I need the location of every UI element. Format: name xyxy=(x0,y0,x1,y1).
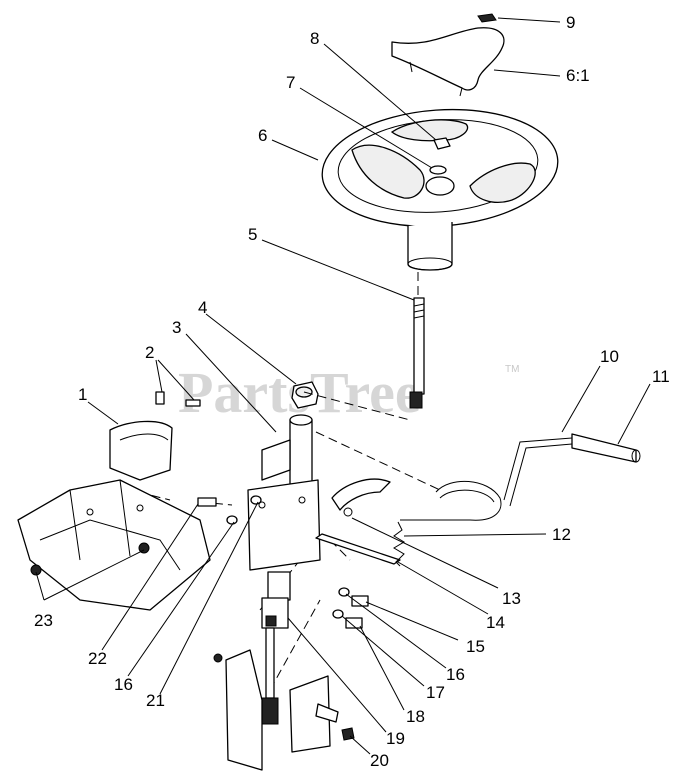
steering-wheel[interactable] xyxy=(318,102,562,271)
callout-16-right: 16 xyxy=(446,665,465,684)
bolt-22[interactable] xyxy=(197,497,217,507)
callout-23: 23 xyxy=(34,611,53,630)
callout-labels: 1 2 3 4 5 6 6:1 7 8 9 10 11 12 13 14 15 … xyxy=(34,13,670,770)
callout-16-left: 16 xyxy=(114,675,133,694)
mounting-bracket[interactable] xyxy=(17,479,211,611)
callout-18: 18 xyxy=(406,707,425,726)
callout-20: 20 xyxy=(370,751,389,770)
callout-5: 5 xyxy=(248,225,257,244)
steering-wheel-cap[interactable] xyxy=(391,27,505,97)
universal-joint[interactable] xyxy=(261,571,291,629)
dash-cover[interactable] xyxy=(109,420,173,481)
callout-3: 3 xyxy=(172,318,181,337)
steering-pin[interactable] xyxy=(315,533,401,565)
callout-14: 14 xyxy=(486,613,505,632)
callout-1: 1 xyxy=(78,385,87,404)
washer-17[interactable] xyxy=(332,609,344,619)
washer-21[interactable] xyxy=(226,515,238,525)
steering-shaft[interactable] xyxy=(409,272,425,409)
hub-nut[interactable] xyxy=(433,137,451,150)
callout-4: 4 xyxy=(198,298,207,317)
callout-6-1: 6:1 xyxy=(566,66,590,85)
callout-11: 11 xyxy=(652,367,670,386)
callout-8: 8 xyxy=(310,29,319,48)
steering-arm[interactable] xyxy=(331,478,391,517)
callout-10: 10 xyxy=(600,347,619,366)
bushing[interactable] xyxy=(291,381,319,409)
callout-19: 19 xyxy=(386,729,405,748)
callout-22: 22 xyxy=(88,649,107,668)
screw-2a[interactable] xyxy=(155,391,165,405)
emblem[interactable] xyxy=(477,13,497,23)
lower-shaft[interactable] xyxy=(261,627,279,725)
callout-13: 13 xyxy=(502,589,521,608)
drag-link[interactable] xyxy=(400,437,573,521)
leader-lines xyxy=(35,17,651,755)
callout-6: 6 xyxy=(258,126,267,145)
callout-9: 9 xyxy=(566,13,575,32)
bolt-18[interactable] xyxy=(345,617,363,629)
hub-washer[interactable] xyxy=(429,165,447,175)
grip[interactable] xyxy=(571,433,641,463)
lower-bracket[interactable] xyxy=(213,649,339,771)
callout-15: 15 xyxy=(466,637,485,656)
callout-7: 7 xyxy=(286,73,295,92)
callout-17: 17 xyxy=(426,683,445,702)
watermark-trademark: TM xyxy=(505,364,519,375)
bolt-15[interactable] xyxy=(351,595,369,607)
callout-12: 12 xyxy=(552,525,571,544)
spring[interactable] xyxy=(393,521,405,567)
callout-21: 21 xyxy=(146,691,165,710)
steering-column[interactable] xyxy=(247,414,321,571)
screw-2b[interactable] xyxy=(185,399,201,407)
callout-2: 2 xyxy=(145,343,154,362)
washer-16-left[interactable] xyxy=(250,495,262,505)
